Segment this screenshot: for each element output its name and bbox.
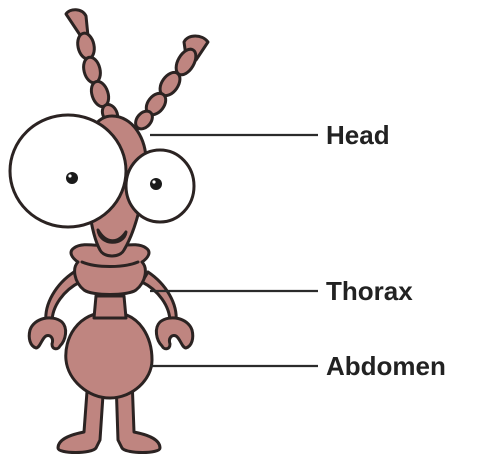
right-hand bbox=[156, 318, 192, 349]
right-antenna bbox=[132, 36, 208, 132]
abdomen bbox=[66, 312, 152, 398]
left-hand bbox=[29, 318, 65, 349]
head-label: Head bbox=[326, 120, 390, 150]
waist bbox=[94, 296, 126, 318]
right-arm bbox=[142, 272, 176, 322]
right-pupil-glint bbox=[152, 180, 155, 183]
left-antenna bbox=[66, 10, 121, 126]
abdomen-label: Abdomen bbox=[326, 351, 446, 381]
left-pupil bbox=[66, 172, 78, 184]
antennae bbox=[66, 10, 208, 132]
eyes bbox=[10, 115, 194, 227]
thorax-label: Thorax bbox=[326, 276, 413, 306]
right-pupil bbox=[150, 178, 162, 190]
left-eye bbox=[10, 115, 126, 227]
left-pupil-glint bbox=[68, 174, 71, 177]
